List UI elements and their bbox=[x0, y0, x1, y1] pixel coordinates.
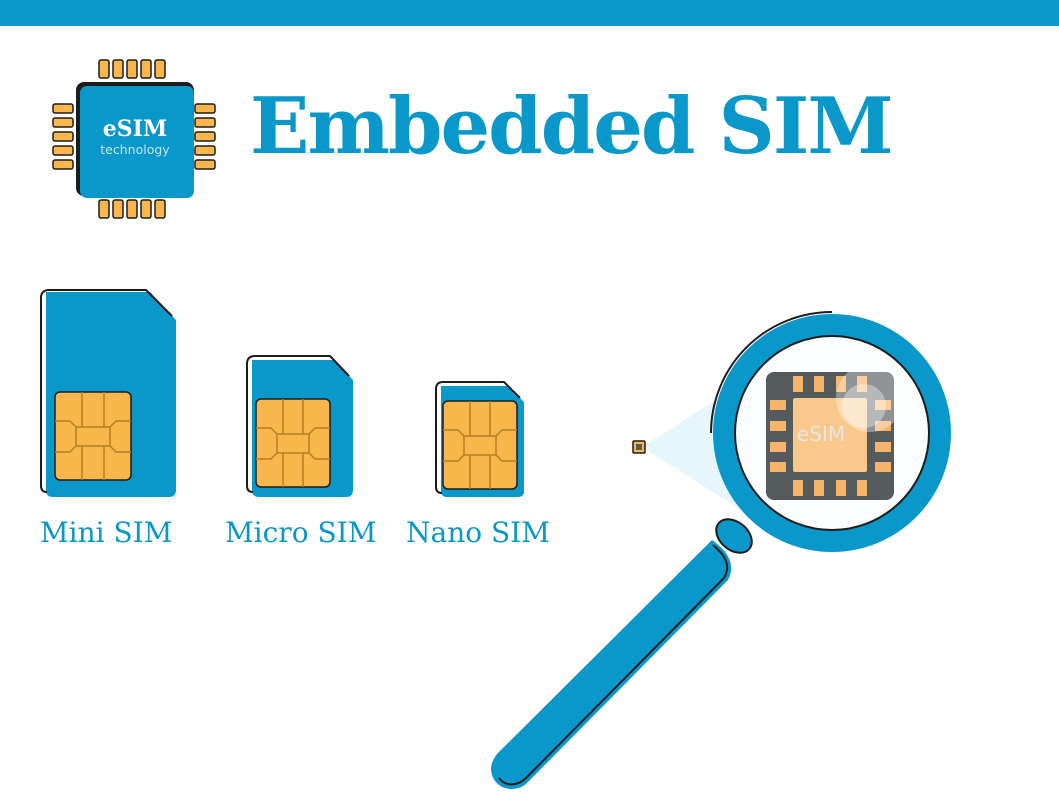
sim-chip-contacts bbox=[442, 400, 518, 490]
micro-sim-label: Micro SIM bbox=[225, 516, 377, 549]
top-banner-bar bbox=[0, 0, 1059, 26]
nano-sim-label: Nano SIM bbox=[406, 516, 550, 549]
magnified-esim-chip bbox=[766, 364, 904, 500]
magnifying-glass-icon bbox=[491, 311, 951, 789]
mini-sim-label: Mini SIM bbox=[40, 516, 173, 549]
chip-icon bbox=[52, 59, 216, 219]
sim-chip-contacts bbox=[54, 391, 132, 481]
magnified-esim-label: eSIM bbox=[797, 422, 846, 446]
logo-main-text: eSIM bbox=[102, 116, 168, 142]
logo-sub-text: technology bbox=[100, 142, 170, 157]
sim-chip-contacts bbox=[255, 398, 331, 488]
nano-sim-card bbox=[435, 381, 524, 497]
micro-sim-card bbox=[246, 355, 353, 497]
mini-sim-card bbox=[40, 289, 176, 497]
page-title: Embedded SIM bbox=[250, 81, 894, 172]
